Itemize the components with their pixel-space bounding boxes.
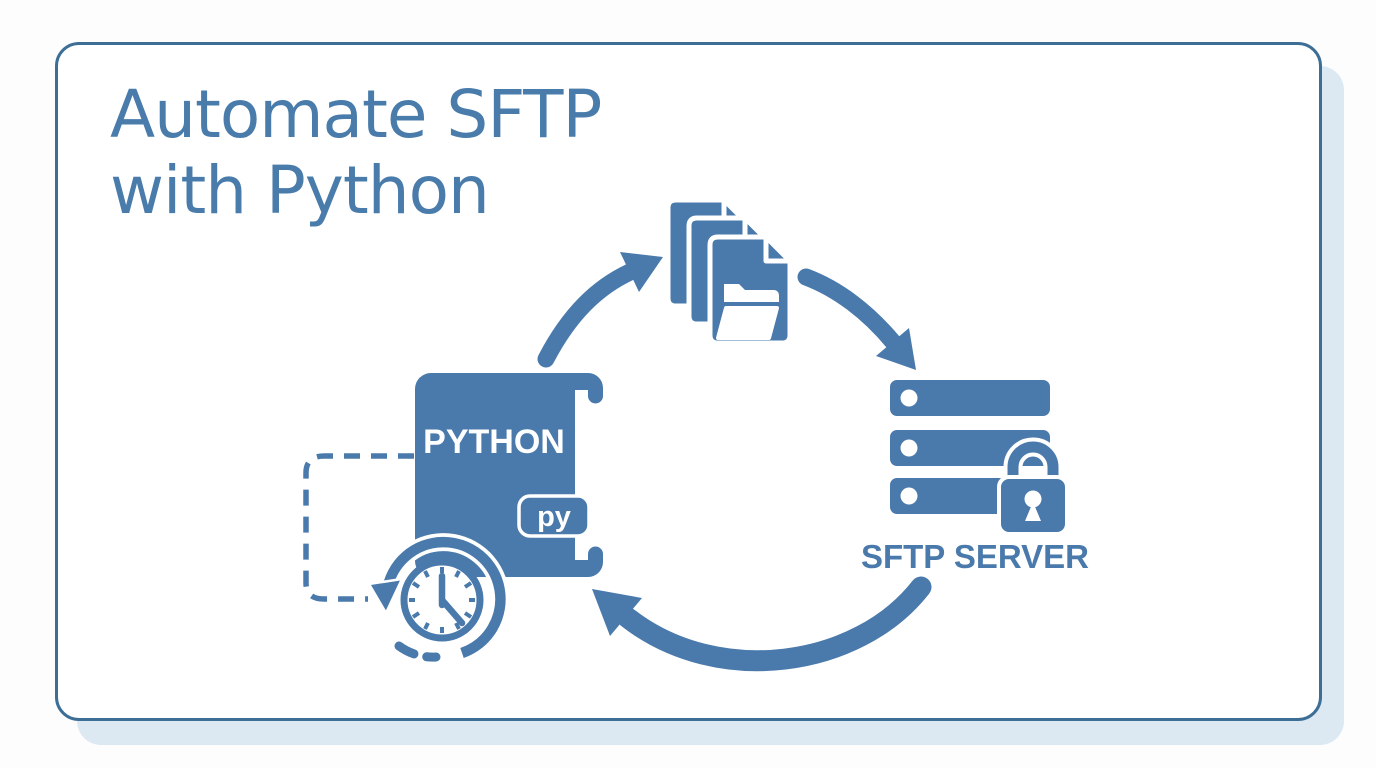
server-label: SFTP SERVER: [861, 538, 1089, 575]
python-scroll-icon: PYTHON py: [415, 373, 603, 577]
server-bar: [886, 376, 1054, 420]
keyhole: [1024, 490, 1042, 508]
arrow-return-icon: [592, 576, 932, 672]
scroll-bottom-curl: [575, 546, 603, 577]
clock-hands: [438, 572, 466, 627]
padlock-icon: [997, 437, 1069, 536]
server-led: [900, 487, 918, 505]
cycle-arc: [381, 536, 506, 658]
cycle-arrowhead: [366, 577, 405, 616]
cycle-arc-dashed: [394, 641, 441, 662]
python-label: PYTHON: [423, 423, 565, 461]
server-led: [900, 439, 918, 457]
open-folder-icon: [716, 284, 779, 340]
server-led: [900, 389, 918, 407]
scheduler-clock-icon: [366, 533, 510, 662]
page-title: Automate SFTP with Python: [110, 76, 602, 229]
clock-ticks: [409, 567, 475, 633]
files-stack-icon: [665, 197, 793, 346]
py-badge: [517, 494, 591, 538]
scroll-top-curl: [575, 373, 603, 404]
content-card: Automate SFTP with Python: [55, 42, 1322, 721]
dashed-schedule-loop: [303, 453, 414, 602]
arrow-upload-icon: [537, 252, 663, 368]
page-title-line1: Automate SFTP: [110, 76, 602, 153]
page-title-line2: with Python: [110, 152, 490, 229]
py-badge-label: py: [537, 501, 571, 533]
arrow-transfer-icon: [797, 268, 916, 370]
